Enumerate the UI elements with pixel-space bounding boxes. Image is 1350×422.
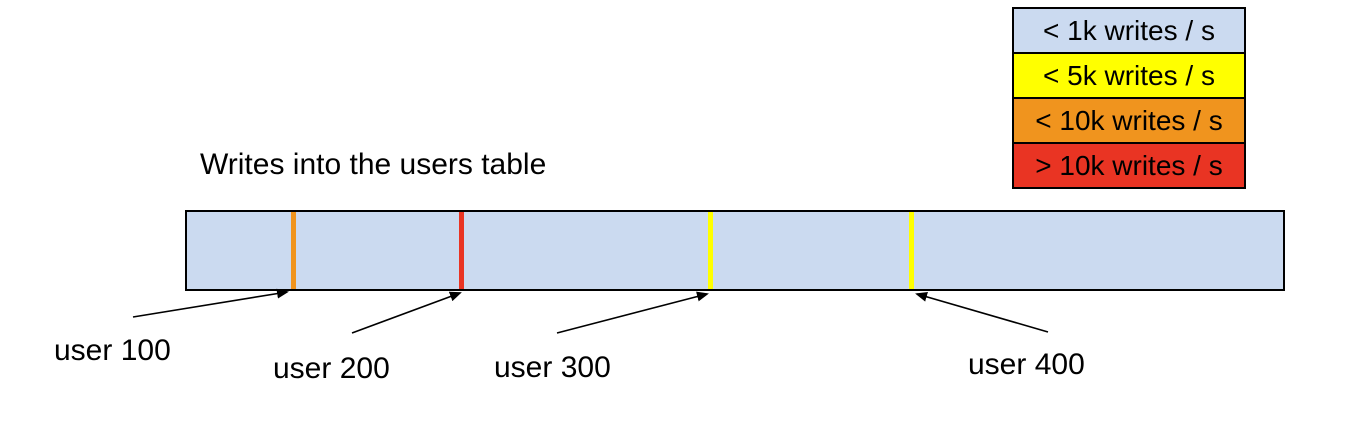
arrow-user-400 xyxy=(915,291,1049,333)
legend-item-lt-5k: < 5k writes / s xyxy=(1012,52,1246,99)
write-hotspot-user-400 xyxy=(909,212,915,289)
write-hotspot-user-200 xyxy=(458,212,464,289)
write-hotspot-user-100 xyxy=(291,212,297,289)
legend-item-gt-10k: > 10k writes / s xyxy=(1012,142,1246,189)
legend-item-lt-10k: < 10k writes / s xyxy=(1012,97,1246,144)
users-table-bar xyxy=(185,210,1285,291)
legend: < 1k writes / s < 5k writes / s < 10k wr… xyxy=(1012,7,1246,189)
user-200-label: user 200 xyxy=(273,352,390,385)
diagram-title: Writes into the users table xyxy=(200,148,547,181)
user-100-label: user 100 xyxy=(54,334,171,367)
arrow-user-300 xyxy=(556,291,709,334)
user-400-label: user 400 xyxy=(968,348,1085,381)
arrow-user-200 xyxy=(351,291,462,334)
legend-item-lt-1k: < 1k writes / s xyxy=(1012,7,1246,54)
user-300-label: user 300 xyxy=(494,351,611,384)
write-hotspot-user-300 xyxy=(707,212,713,289)
arrow-user-100 xyxy=(132,288,289,318)
